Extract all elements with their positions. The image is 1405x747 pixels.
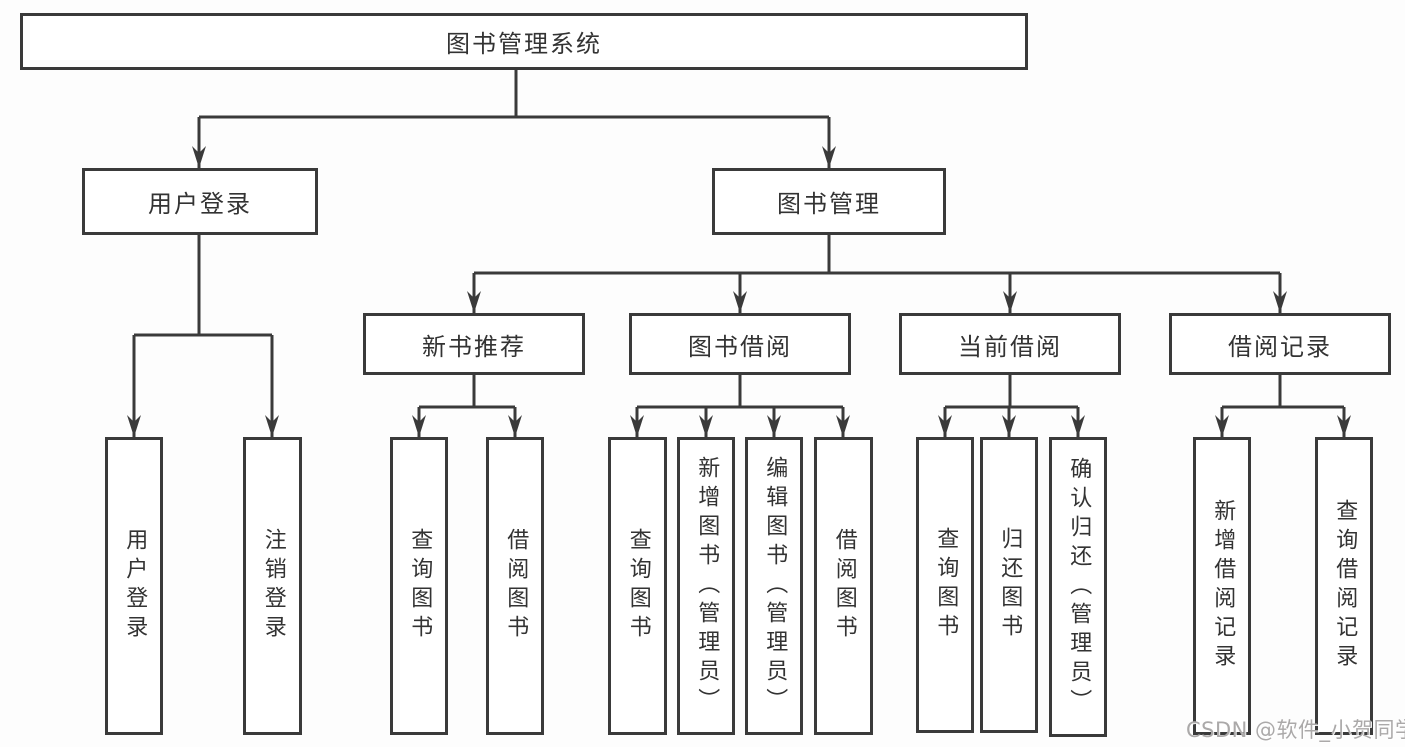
node-book-borrowing: 图书借阅 — [629, 313, 851, 375]
connector-borrowing-records-children — [1215, 375, 1351, 437]
leaf-return-books: 归还图书 — [980, 437, 1038, 733]
leaf-logout-login: 注销登录 — [243, 437, 302, 735]
node-label: 查询借阅记录 — [1332, 499, 1358, 673]
connector-root-to-level2 — [192, 70, 836, 168]
node-current-borrowing: 当前借阅 — [899, 313, 1121, 375]
connector-book-borrowing-children — [630, 375, 850, 437]
node-label: 新增借阅记录 — [1210, 499, 1236, 673]
node-label: 用户登录 — [148, 190, 252, 218]
node-label: 查询图书 — [625, 528, 651, 644]
node-label: 新增图书（管理员） — [694, 455, 720, 717]
node-label: 图书管理系统 — [446, 30, 602, 58]
node-label: 编辑图书（管理员） — [762, 455, 788, 717]
connector-current-borrowing-children — [938, 375, 1085, 437]
node-label: 借阅记录 — [1228, 332, 1332, 361]
leaf-borrow-books-recommend: 借阅图书 — [486, 437, 544, 735]
node-book-management: 图书管理 — [712, 168, 946, 235]
node-library-management-system: 图书管理系统 — [20, 13, 1028, 70]
node-borrowing-records: 借阅记录 — [1169, 313, 1391, 375]
leaf-query-borrowing-record: 查询借阅记录 — [1315, 437, 1373, 735]
node-label: 新书推荐 — [422, 332, 526, 361]
leaf-query-books-recommend: 查询图书 — [390, 437, 448, 735]
node-label: 用户登录 — [122, 528, 148, 644]
node-label: 归还图书 — [997, 527, 1023, 643]
leaf-borrow-books-borrowing: 借阅图书 — [814, 437, 873, 735]
node-label: 确认归还（管理员） — [1066, 456, 1092, 718]
node-label: 借阅图书 — [831, 528, 857, 644]
node-label: 注销登录 — [260, 528, 286, 644]
connector-new-book-recommendation-children — [412, 375, 522, 437]
leaf-query-books-current: 查询图书 — [916, 437, 974, 733]
leaf-edit-books-admin: 编辑图书（管理员） — [745, 437, 803, 735]
node-label: 图书管理 — [777, 190, 881, 218]
leaf-confirm-return-admin: 确认归还（管理员） — [1049, 437, 1107, 737]
node-label: 图书借阅 — [688, 332, 792, 361]
node-label: 借阅图书 — [503, 528, 529, 644]
csdn-watermark: CSDN @软件_小贺同学 — [1186, 718, 1405, 742]
leaf-query-books-borrowing: 查询图书 — [608, 437, 667, 735]
connector-user-login-children — [127, 235, 279, 437]
connector-book-management-children — [467, 235, 1287, 313]
node-label: 当前借阅 — [958, 332, 1062, 361]
node-label: 查询图书 — [933, 527, 959, 643]
node-label: 查询图书 — [407, 528, 433, 644]
node-new-book-recommendation: 新书推荐 — [363, 313, 585, 375]
leaf-user-login: 用户登录 — [105, 437, 163, 735]
node-user-login: 用户登录 — [82, 168, 318, 235]
leaf-add-books-admin: 新增图书（管理员） — [677, 437, 735, 735]
leaf-add-borrowing-record: 新增借阅记录 — [1193, 437, 1251, 735]
